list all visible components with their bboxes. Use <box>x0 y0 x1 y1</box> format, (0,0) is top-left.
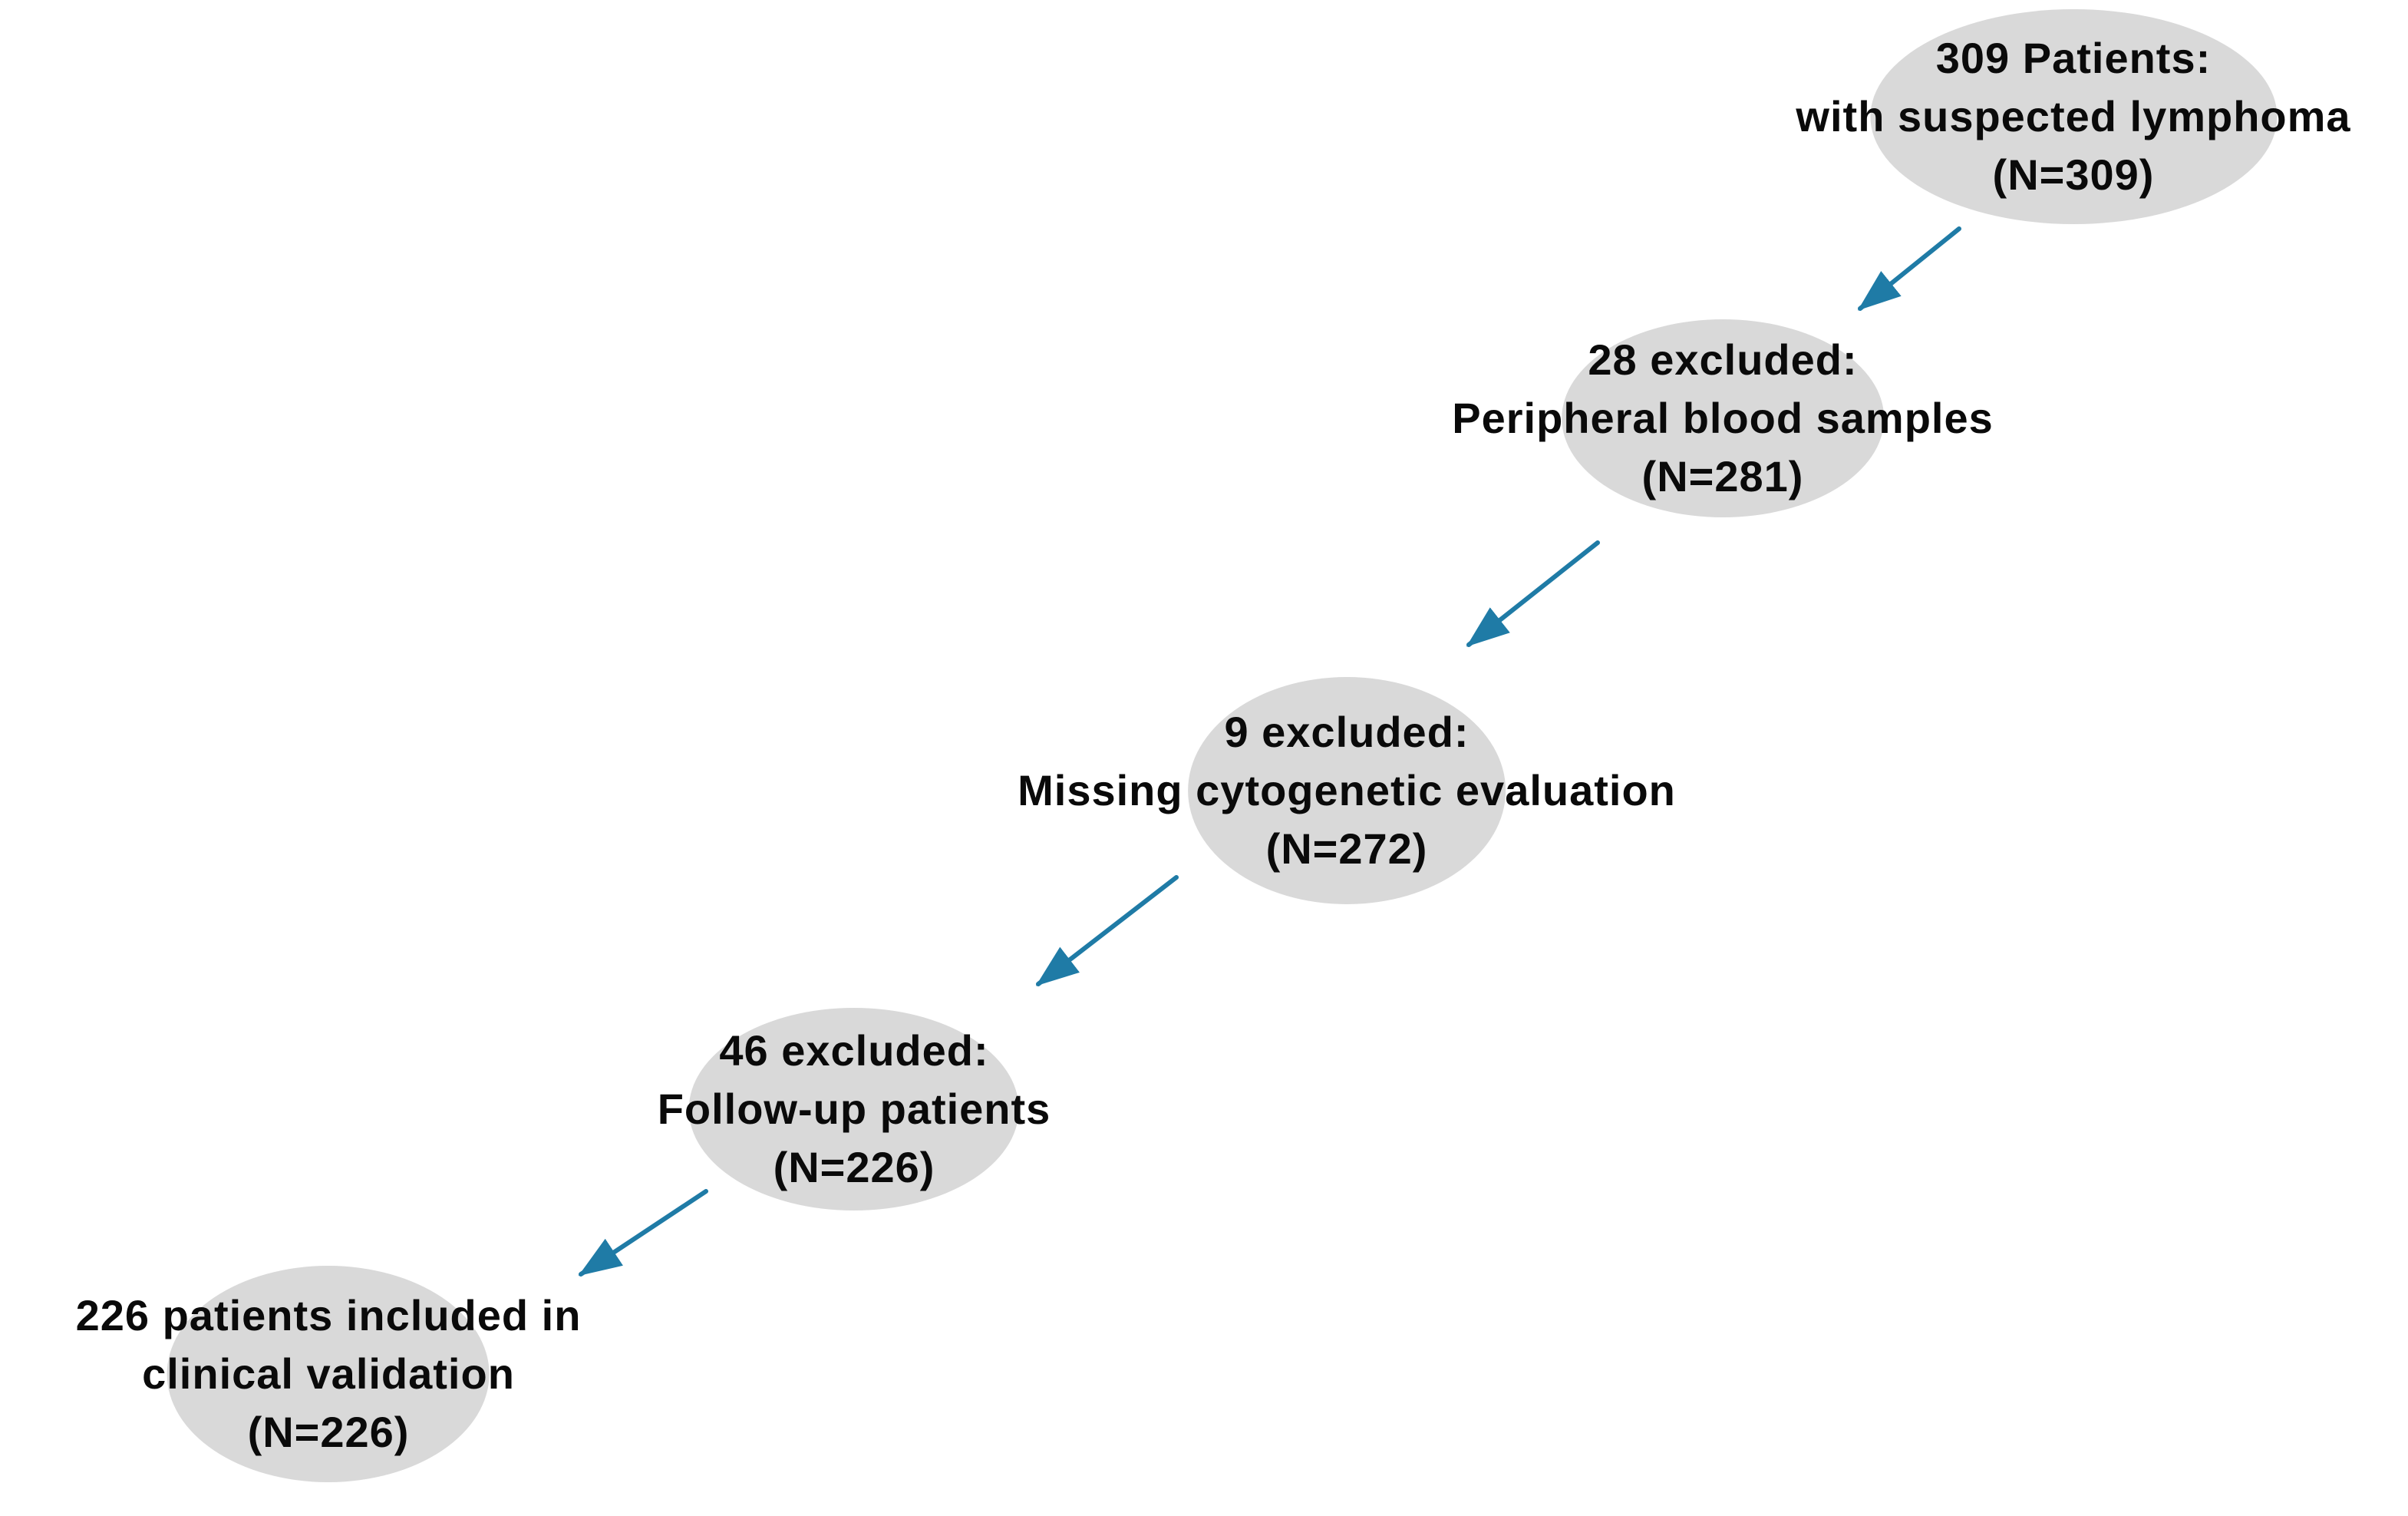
node-text-line: 226 patients included in <box>75 1291 582 1339</box>
node-ellipse <box>1188 677 1506 904</box>
node-text-line: (N=281) <box>1641 452 1804 500</box>
node-ellipse <box>1561 319 1884 517</box>
node-text-line: 9 excluded: <box>1224 708 1470 756</box>
flow-arrow-1 <box>1857 226 1961 311</box>
node-text-line: Missing cytogenetic evaluation <box>1018 766 1676 814</box>
node-text-line: (N=226) <box>773 1143 935 1191</box>
flow-node-excluded-28: 28 excluded: Peripheral blood samples (N… <box>1452 319 1994 517</box>
flow-node-included-226: 226 patients included in clinical valida… <box>75 1266 582 1482</box>
node-text-line: 309 Patients: <box>1935 34 2212 82</box>
node-text-line: Peripheral blood samples <box>1452 394 1994 442</box>
node-ellipse <box>1869 9 2277 224</box>
node-text-line: (N=226) <box>247 1408 410 1456</box>
flow-arrow-3 <box>1035 875 1179 986</box>
node-text-line: clinical validation <box>142 1349 515 1398</box>
node-text-line: (N=309) <box>1992 150 2155 199</box>
node-text-line: 46 excluded: <box>719 1026 989 1075</box>
node-text-line: (N=272) <box>1265 824 1428 873</box>
node-text-line: 28 excluded: <box>1588 335 1858 384</box>
flow-arrow-4 <box>578 1189 708 1277</box>
flow-node-patients-309: 309 Patients: with suspected lymphoma (N… <box>1796 9 2351 224</box>
node-text-line: Follow-up patients <box>657 1085 1051 1133</box>
flow-node-excluded-46: 46 excluded: Follow-up patients (N=226) <box>657 1008 1051 1210</box>
flow-arrow-2 <box>1466 540 1600 647</box>
node-ellipse <box>167 1266 490 1482</box>
flow-node-excluded-9: 9 excluded: Missing cytogenetic evaluati… <box>1018 677 1676 904</box>
node-text-line: with suspected lymphoma <box>1796 92 2351 140</box>
node-ellipse <box>689 1008 1019 1210</box>
